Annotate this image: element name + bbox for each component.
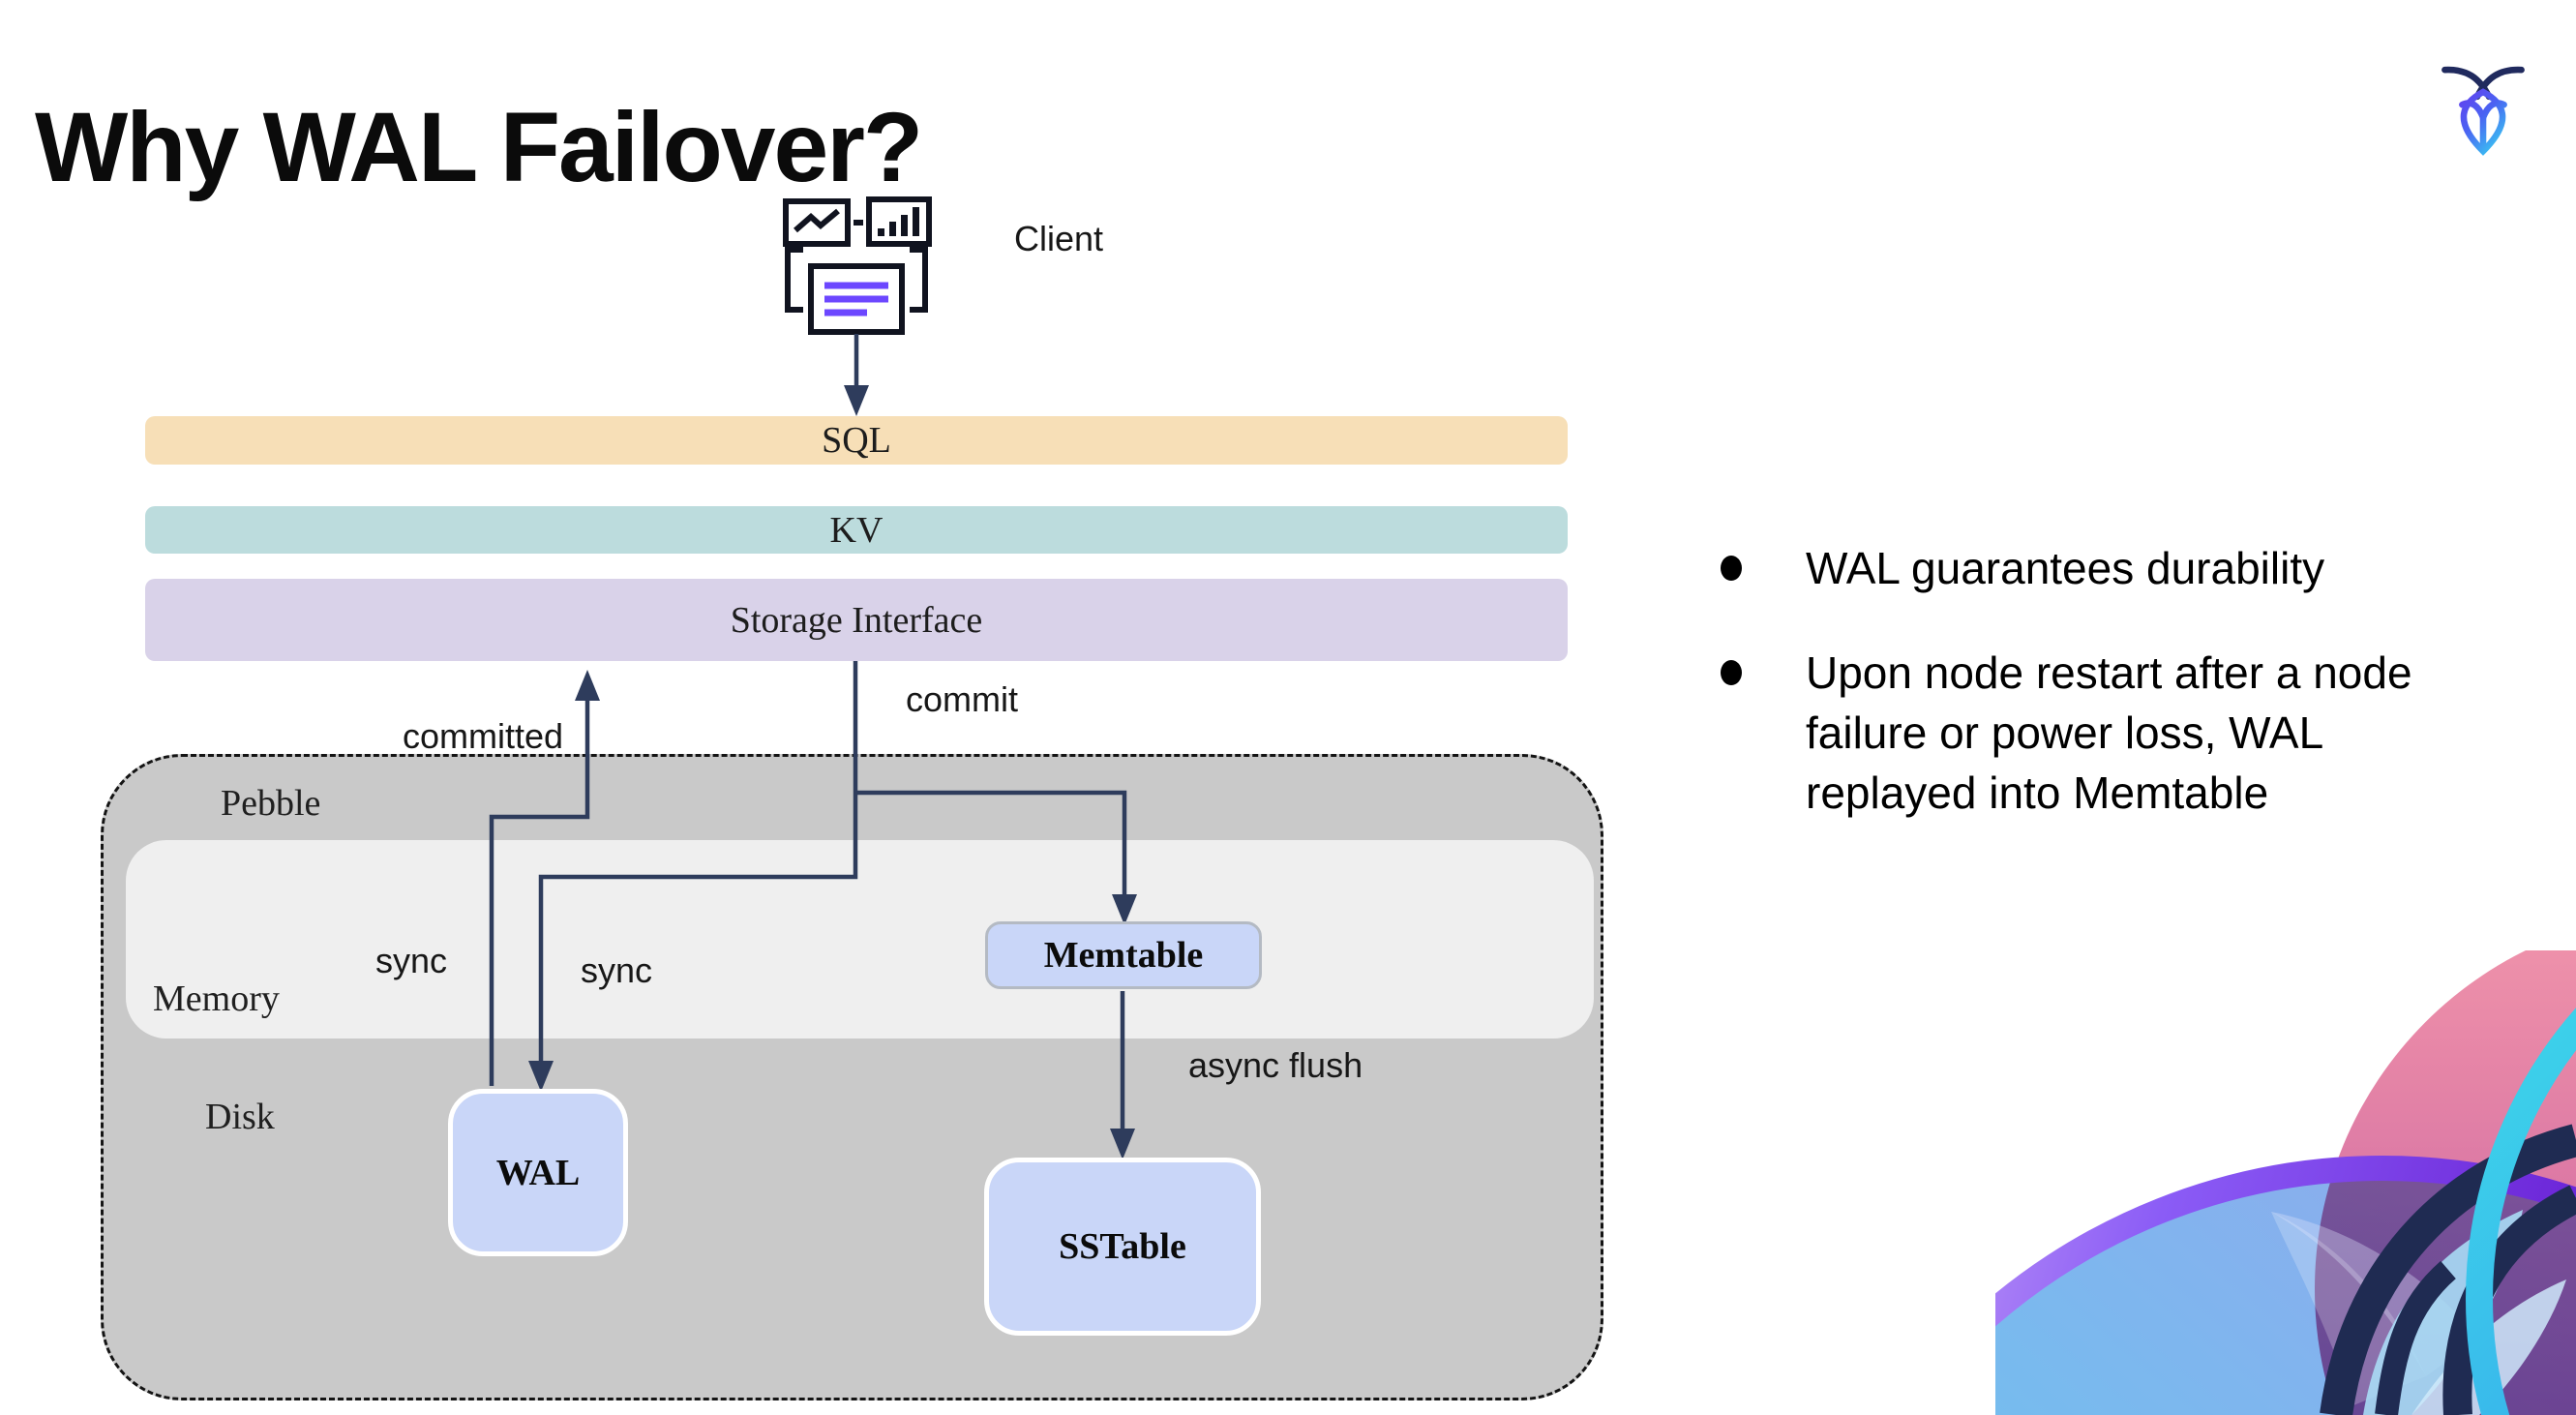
cockroachdb-logo-icon <box>2441 66 2525 156</box>
cockroach-glyph-strokes <box>2320 1124 2576 1415</box>
client-icon <box>783 196 932 335</box>
async-flush-label: async flush <box>1188 1045 1363 1085</box>
slide-title: Why WAL Failover? <box>35 92 923 203</box>
document-icon <box>808 263 905 335</box>
bullet-text: WAL guarantees durability <box>1806 543 2325 593</box>
bullet-text: Upon node restart after a node failure o… <box>1806 647 2412 818</box>
committed-label: committed <box>403 716 564 756</box>
arrowhead-up <box>575 670 600 701</box>
pebble-label: Pebble <box>221 783 321 824</box>
layer-sql: SQL <box>145 416 1568 465</box>
decorative-brand-art <box>1995 950 2576 1415</box>
memory-label: Memory <box>153 978 280 1019</box>
layer-kv: KV <box>145 506 1568 554</box>
line-chart-icon <box>783 198 851 247</box>
sstable-box: SSTable <box>984 1158 1261 1336</box>
cyan-ring <box>2466 1008 2576 1415</box>
sstable-box-label: SSTable <box>1059 1226 1186 1267</box>
arrowhead-down <box>844 385 869 416</box>
sync-label-right: sync <box>581 950 653 990</box>
bullet-dot <box>1721 660 1742 685</box>
bar-chart-icon <box>866 196 932 247</box>
client-label: Client <box>1014 219 1104 258</box>
purple-ring <box>1995 1156 2576 1327</box>
layer-storage-label: Storage Interface <box>730 599 983 641</box>
blue-orb <box>1995 1168 2576 1415</box>
pink-orb <box>2315 950 2576 1415</box>
sync-label-left: sync <box>375 941 448 980</box>
layer-storage-interface: Storage Interface <box>145 579 1568 661</box>
memtable-box-label: Memtable <box>1043 935 1204 976</box>
bullet-item: WAL guarantees durability <box>1713 538 2545 598</box>
bullet-dot <box>1721 556 1742 581</box>
bullet-list: WAL guarantees durability Upon node rest… <box>1713 538 2545 867</box>
disk-label: Disk <box>205 1097 275 1137</box>
commit-label: commit <box>906 679 1018 719</box>
layer-sql-label: SQL <box>822 420 891 461</box>
layer-kv-label: KV <box>829 509 884 551</box>
bullet-item: Upon node restart after a node failure o… <box>1713 643 2545 823</box>
memory-region <box>126 840 1594 1039</box>
wal-box: WAL <box>448 1089 628 1256</box>
wal-box-label: WAL <box>495 1152 581 1193</box>
memtable-box: Memtable <box>985 921 1262 989</box>
